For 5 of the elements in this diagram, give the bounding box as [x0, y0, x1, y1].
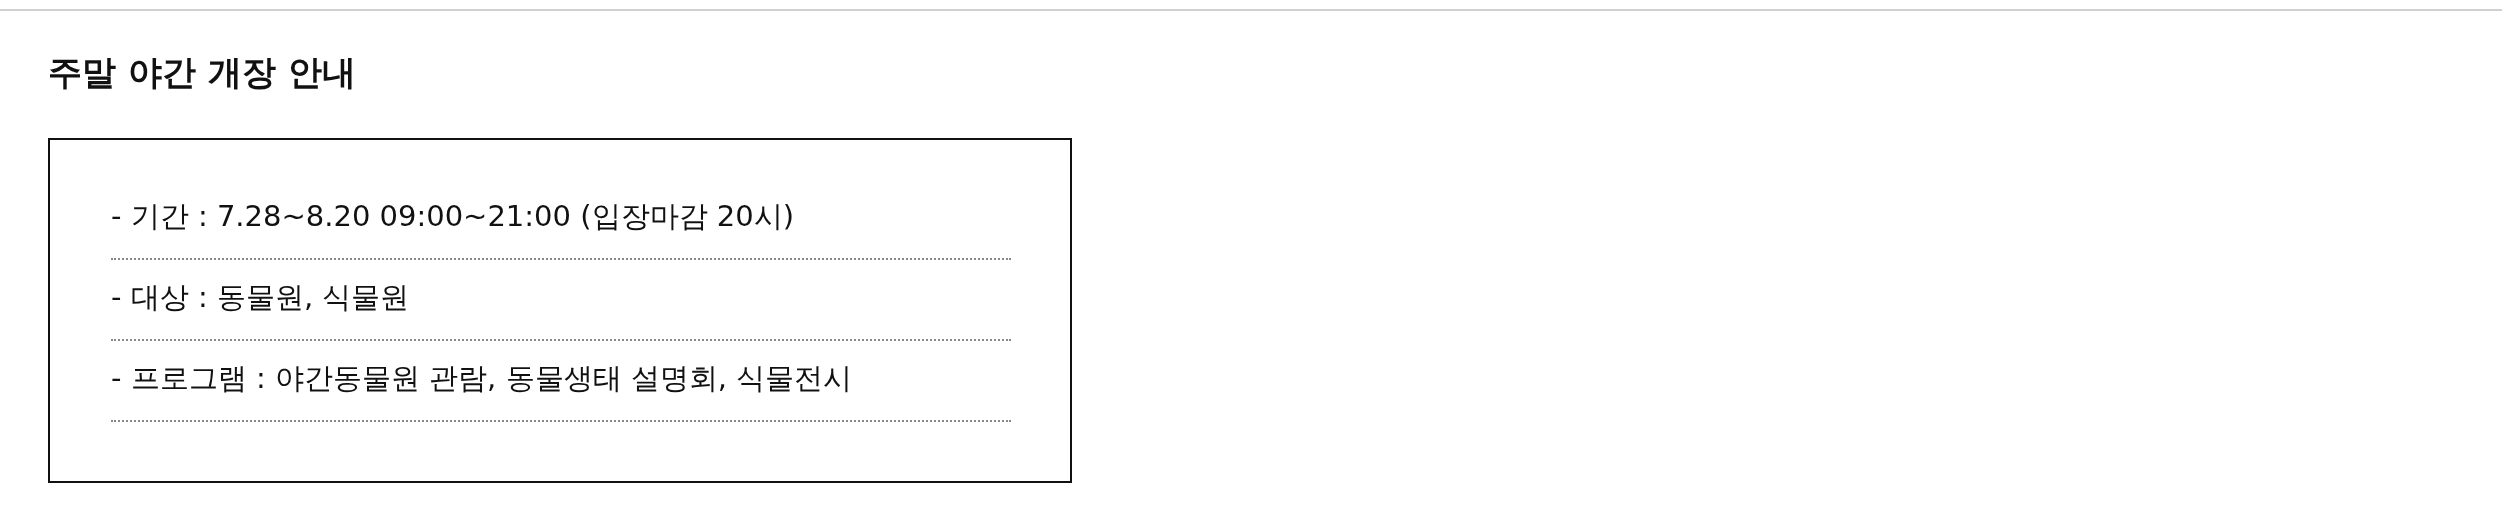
info-box [48, 138, 1072, 483]
list-item: - 기간 : 7.28~8.20 09:00~21:00 (입장마감 20시) [111, 198, 794, 235]
heading: 주말 야간 개장 안내 [48, 51, 356, 94]
list-item: - 프로그램 : 야간동물원 관람, 동물생태 설명회, 식물전시 [111, 360, 853, 397]
list-item: - 대상 : 동물원, 식물원 [111, 279, 410, 316]
